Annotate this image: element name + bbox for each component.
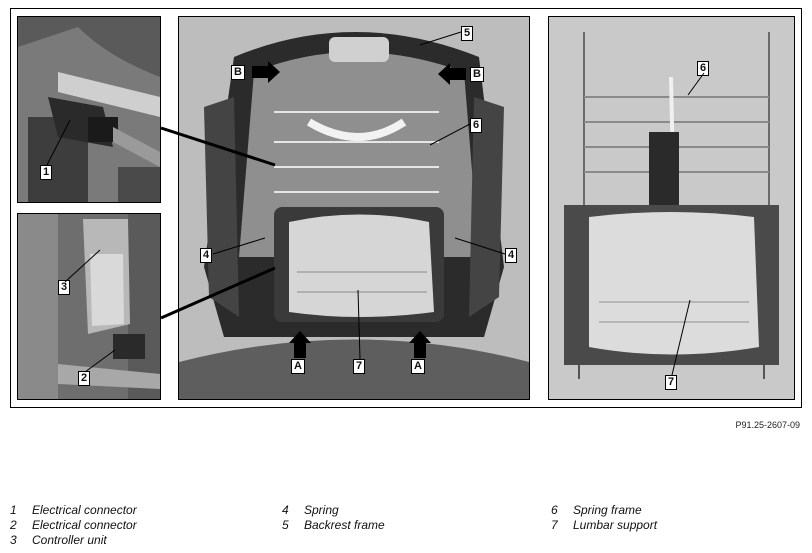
callout-2: 2 bbox=[78, 371, 91, 386]
callout-7-center: 7 bbox=[353, 359, 366, 374]
callout-A-left: A bbox=[291, 359, 305, 374]
callout-B-left: B bbox=[231, 65, 245, 80]
callout-6-center: 6 bbox=[470, 118, 483, 133]
callout-B-right: B bbox=[470, 67, 484, 82]
callout-5: 5 bbox=[461, 26, 474, 41]
callout-6-right: 6 bbox=[697, 61, 710, 76]
photo-spring-frame bbox=[548, 16, 795, 400]
figure-id: P91.25-2607-09 bbox=[735, 420, 800, 430]
callout-4-right: 4 bbox=[505, 248, 518, 263]
callout-7-right: 7 bbox=[665, 375, 678, 390]
photo-connector-detail bbox=[17, 16, 161, 203]
callout-1: 1 bbox=[40, 165, 53, 180]
callout-4-left: 4 bbox=[200, 248, 213, 263]
callout-3: 3 bbox=[58, 280, 71, 295]
callout-A-right: A bbox=[411, 359, 425, 374]
